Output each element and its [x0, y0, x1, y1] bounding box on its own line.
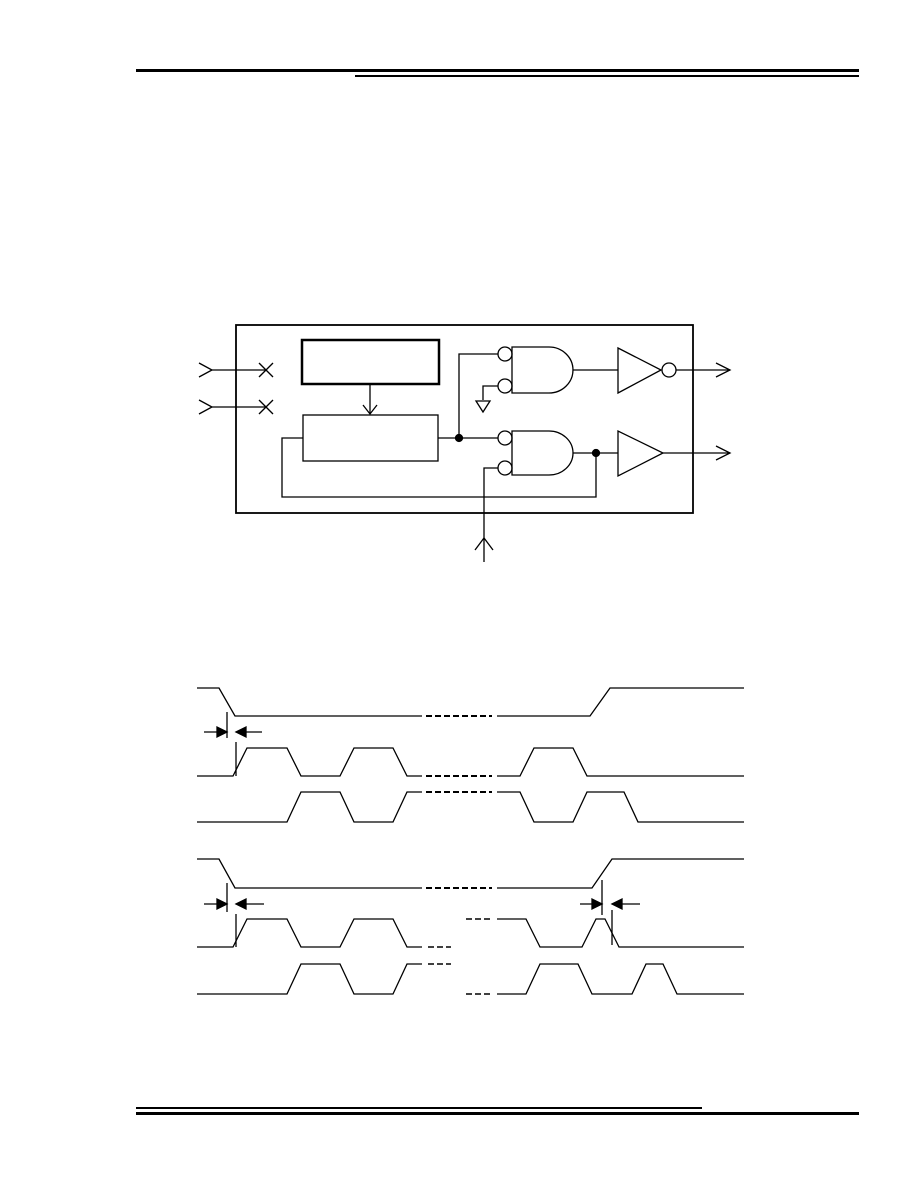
signal-trace: [197, 963, 422, 995]
block-diagram: [198, 324, 732, 562]
buffer-bottom: [617, 429, 665, 478]
header-rule: [136, 69, 859, 77]
output-pin-1: [676, 362, 732, 378]
buffer-top: [617, 346, 677, 395]
timing-upper: [197, 687, 744, 823]
signal-trace: [197, 918, 422, 948]
signal-trace: [197, 747, 422, 777]
timing-marker: [580, 880, 640, 945]
ground-icon: [474, 400, 492, 414]
signal-trace: [497, 791, 744, 823]
signal-trace: [497, 858, 744, 889]
input-pin-bottom: [474, 467, 498, 562]
signal-trace: [197, 791, 422, 823]
timing-marker: [204, 883, 264, 947]
output-pin-2: [663, 445, 732, 461]
no-connect-icon: [258, 399, 274, 415]
gate-top: [497, 346, 574, 394]
input-pin-2: [198, 399, 274, 415]
arrow-down-icon: [362, 384, 378, 416]
signal-trace: [497, 918, 744, 948]
no-connect-icon: [258, 362, 274, 378]
signal-trace: [197, 858, 422, 889]
lower-block: [302, 414, 439, 462]
gate-bottom: [497, 430, 574, 476]
upper-block: [300, 338, 441, 386]
outer-frame: [235, 324, 694, 514]
timing-lower: [197, 858, 744, 995]
input-pin-1: [198, 362, 274, 378]
signal-trace: [497, 687, 744, 717]
signal-trace: [197, 687, 422, 717]
footer-rule: [136, 1107, 859, 1115]
timing-marker: [204, 712, 262, 776]
signal-trace: [497, 963, 744, 995]
signal-trace: [497, 747, 744, 777]
